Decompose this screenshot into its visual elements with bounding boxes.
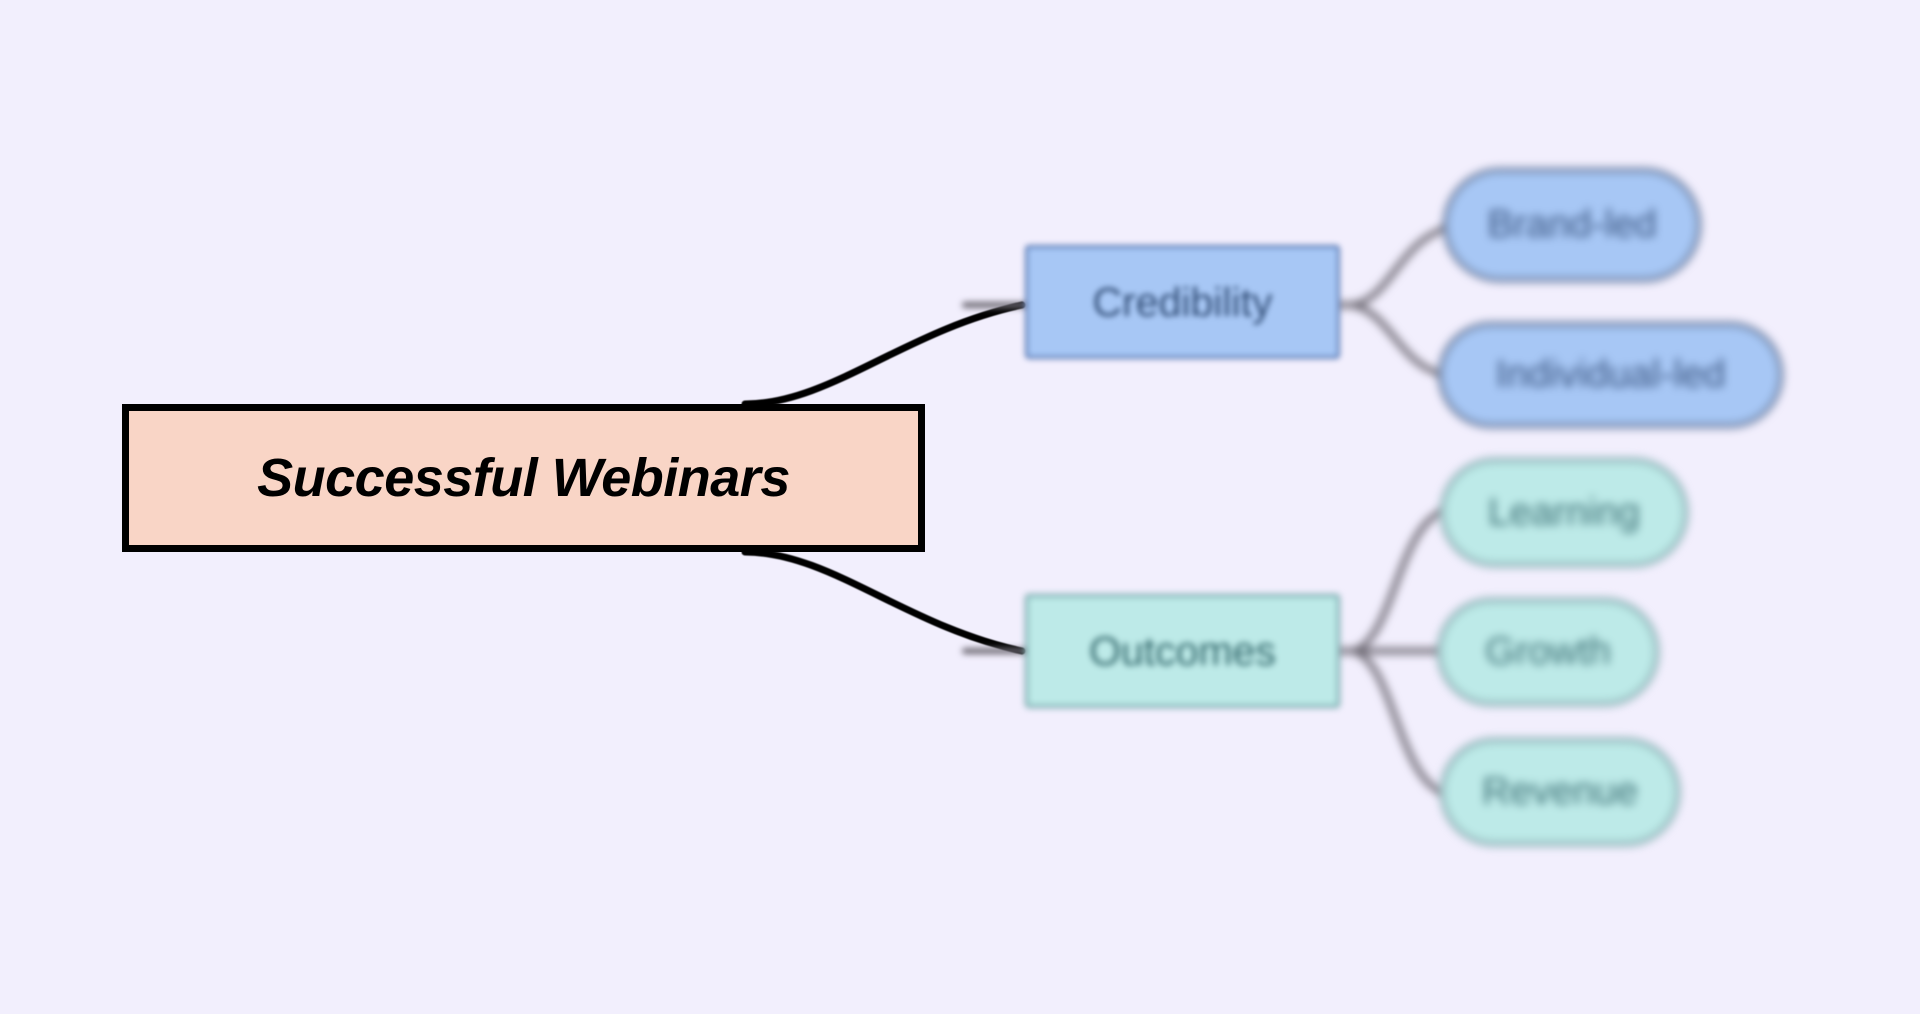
- leaf-node-brand-led[interactable]: Brand-led: [1443, 168, 1701, 282]
- edge-outcomes-to-learning: [1349, 509, 1445, 654]
- edge-credibility-to-individual-led: [1349, 302, 1446, 377]
- branch-node-credibility[interactable]: Credibility: [1025, 245, 1340, 359]
- branch-node-outcomes[interactable]: Outcomes: [1025, 594, 1340, 708]
- leaf-node-growth-label: Growth: [1485, 630, 1611, 673]
- edge-root-to-credibility: [741, 301, 1026, 408]
- leaf-node-revenue-label: Revenue: [1481, 770, 1639, 813]
- leaf-node-individual-led-label: Individual-led: [1495, 353, 1726, 396]
- root-node-label: Successful Webinars: [257, 448, 790, 508]
- branch-node-credibility-label: Credibility: [1092, 278, 1273, 325]
- leaf-node-brand-led-label: Brand-led: [1487, 203, 1657, 246]
- edge-credibility-to-brand-led: [1349, 225, 1451, 308]
- branch-node-outcomes-label: Outcomes: [1089, 627, 1276, 674]
- leaf-node-learning-label: Learning: [1488, 490, 1640, 534]
- leaf-node-learning[interactable]: Learning: [1440, 458, 1688, 567]
- edge-root-to-outcomes: [741, 548, 1026, 655]
- leaf-node-individual-led[interactable]: Individual-led: [1438, 322, 1783, 428]
- leaf-node-revenue[interactable]: Revenue: [1440, 738, 1680, 846]
- root-node-successful-webinars[interactable]: Successful Webinars: [122, 404, 925, 552]
- leaf-node-growth[interactable]: Growth: [1437, 598, 1659, 706]
- edge-outcomes-to-revenue: [1349, 648, 1445, 795]
